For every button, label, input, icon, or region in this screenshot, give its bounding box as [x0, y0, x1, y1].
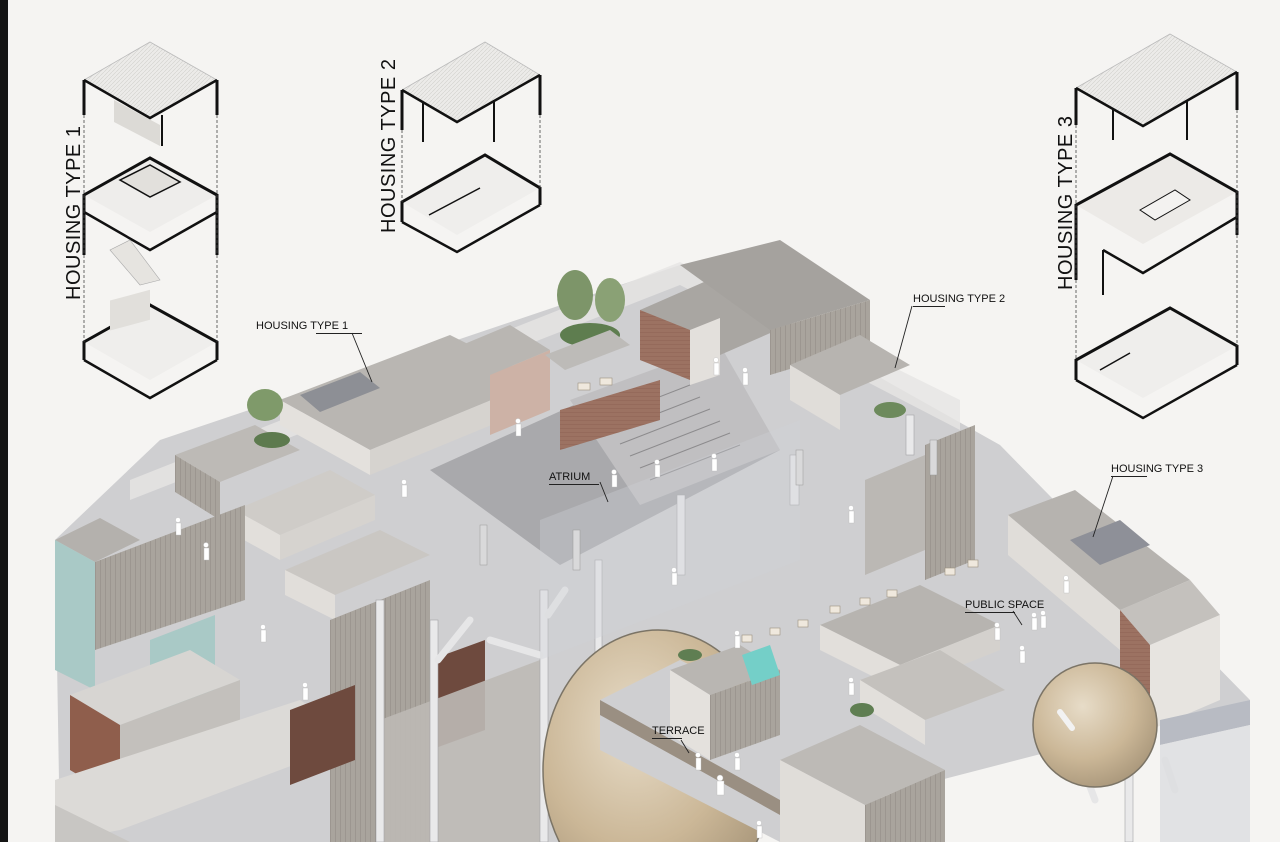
callout-atrium: ATRIUM [549, 471, 599, 485]
callout-housing-type-1: HOUSING TYPE 1 [256, 320, 362, 334]
trees-and-planters [247, 270, 906, 717]
main-building [55, 240, 1250, 842]
housing-type-3-exploded [1074, 33, 1239, 420]
cafe-tables [577, 377, 979, 643]
housing-type-1-title: HOUSING TYPE 1 [63, 125, 85, 300]
people-silhouettes [175, 357, 1070, 839]
housing-type-3-title: HOUSING TYPE 3 [1055, 115, 1077, 290]
housing-type-1-exploded [82, 41, 219, 400]
left-edge-bar [0, 0, 8, 842]
callout-leaders [351, 305, 1114, 754]
callout-housing-type-3: HOUSING TYPE 3 [1111, 463, 1204, 477]
callout-terrace: TERRACE [652, 725, 705, 739]
housing-type-2-title: HOUSING TYPE 2 [378, 58, 400, 233]
callout-public-space: PUBLIC SPACE [965, 599, 1045, 613]
callout-housing-type-2: HOUSING TYPE 2 [913, 293, 1006, 307]
axonometric-diagram: HOUSING TYPE 1 HOUSING TYPE 2 HOUSING TY… [8, 0, 1280, 842]
building-axonometric [55, 33, 1250, 842]
housing-type-2-exploded [400, 41, 542, 254]
